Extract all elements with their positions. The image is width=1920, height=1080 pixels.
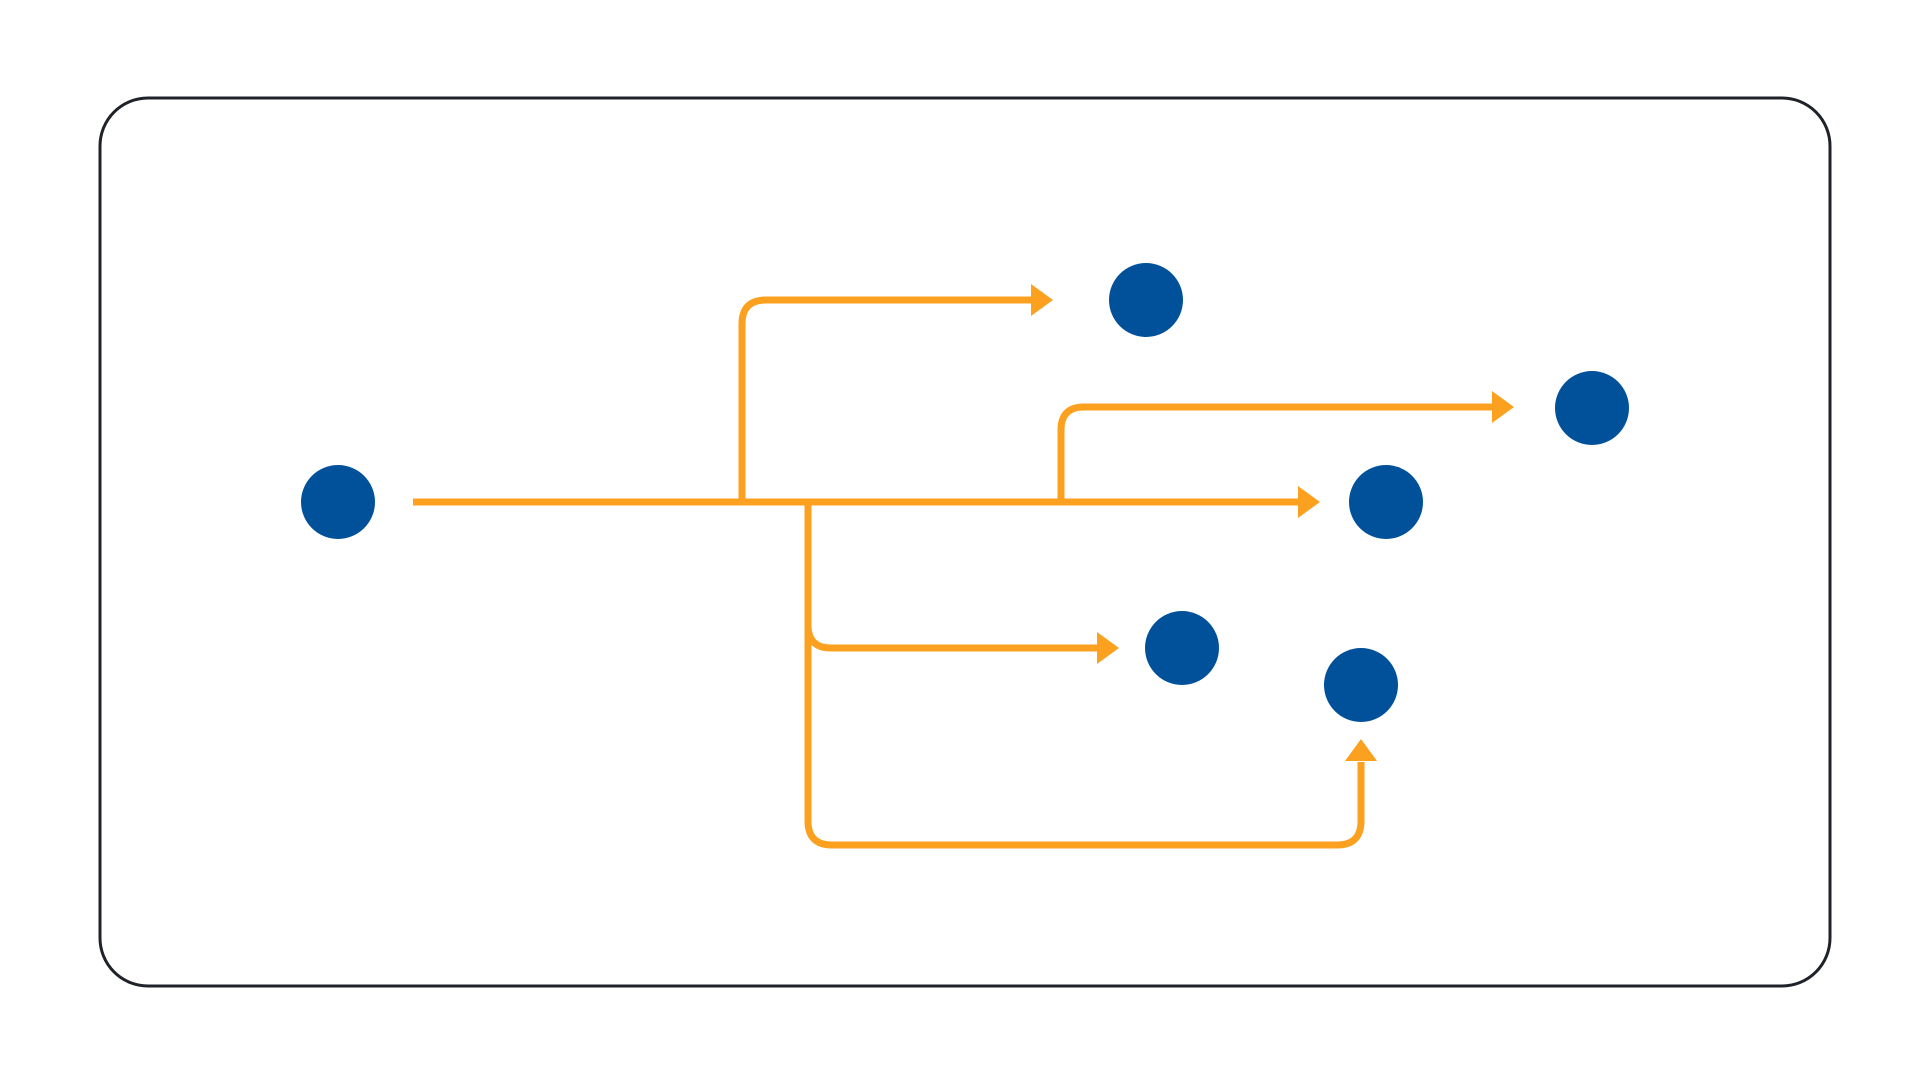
arrowhead-to-target-upper-right — [1492, 391, 1514, 423]
node-target-upper-right — [1555, 371, 1629, 445]
edge-branch-to-target-top — [738, 296, 1032, 500]
arrowhead-to-target-top — [1031, 284, 1053, 316]
edge-branch-to-target-bottom — [804, 625, 1365, 849]
arrowhead-to-target-middle-right — [1298, 486, 1320, 518]
node-target-bottom — [1324, 648, 1398, 722]
arrowhead-to-target-lower-middle — [1097, 632, 1119, 664]
arrowhead-layer — [1031, 284, 1514, 761]
edge-layer — [413, 296, 1492, 849]
node-target-lower-middle — [1145, 611, 1219, 685]
arrowhead-to-target-bottom — [1345, 739, 1377, 761]
node-target-top — [1109, 263, 1183, 337]
node-source — [301, 465, 375, 539]
diagram-frame — [98, 96, 1832, 988]
node-target-middle-right — [1349, 465, 1423, 539]
edge-branch-to-target-upper-right — [1057, 403, 1492, 500]
node-layer — [301, 263, 1629, 722]
